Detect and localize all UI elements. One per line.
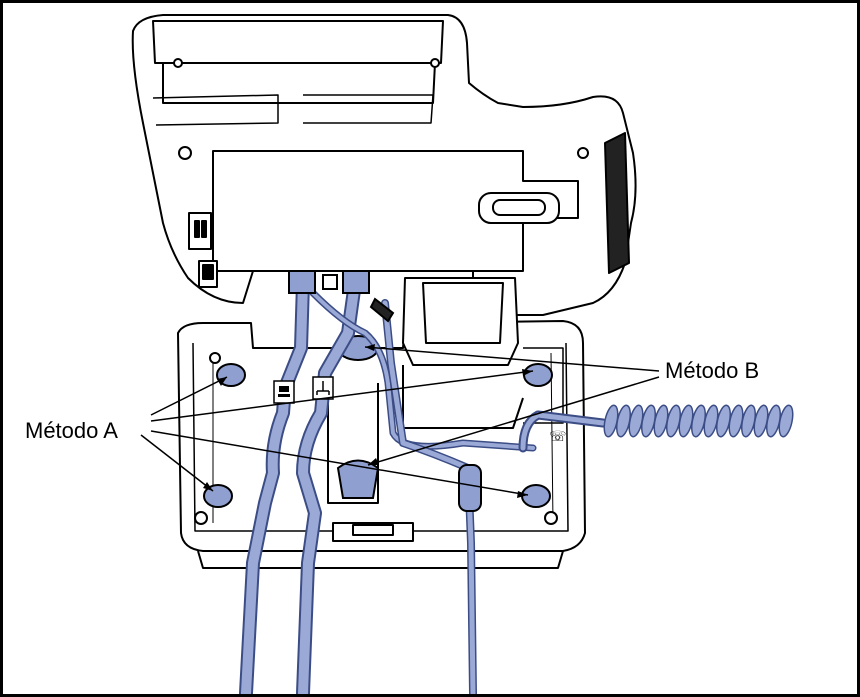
cord-coil-loop <box>778 404 794 438</box>
phone-top-lip <box>152 20 444 64</box>
method-a-label: Método A <box>25 418 118 443</box>
phone-back-panel <box>212 150 579 272</box>
mount-hole-bottom-left <box>203 484 233 508</box>
phone-stand-diagram: ☏ <box>131 14 794 694</box>
handset-hook <box>478 192 560 224</box>
mount-hole-bottom-right <box>521 484 551 508</box>
phone-port-icon <box>278 386 290 397</box>
power-ferrite <box>458 464 482 512</box>
network-port-icon <box>316 381 330 395</box>
method-b-label: Método B <box>665 358 760 383</box>
callout-lines <box>140 346 660 496</box>
handset-icon: ☏ <box>549 429 567 445</box>
mount-hole-top-right <box>523 363 553 387</box>
handset-cord <box>603 404 794 438</box>
stand-base <box>177 320 586 552</box>
